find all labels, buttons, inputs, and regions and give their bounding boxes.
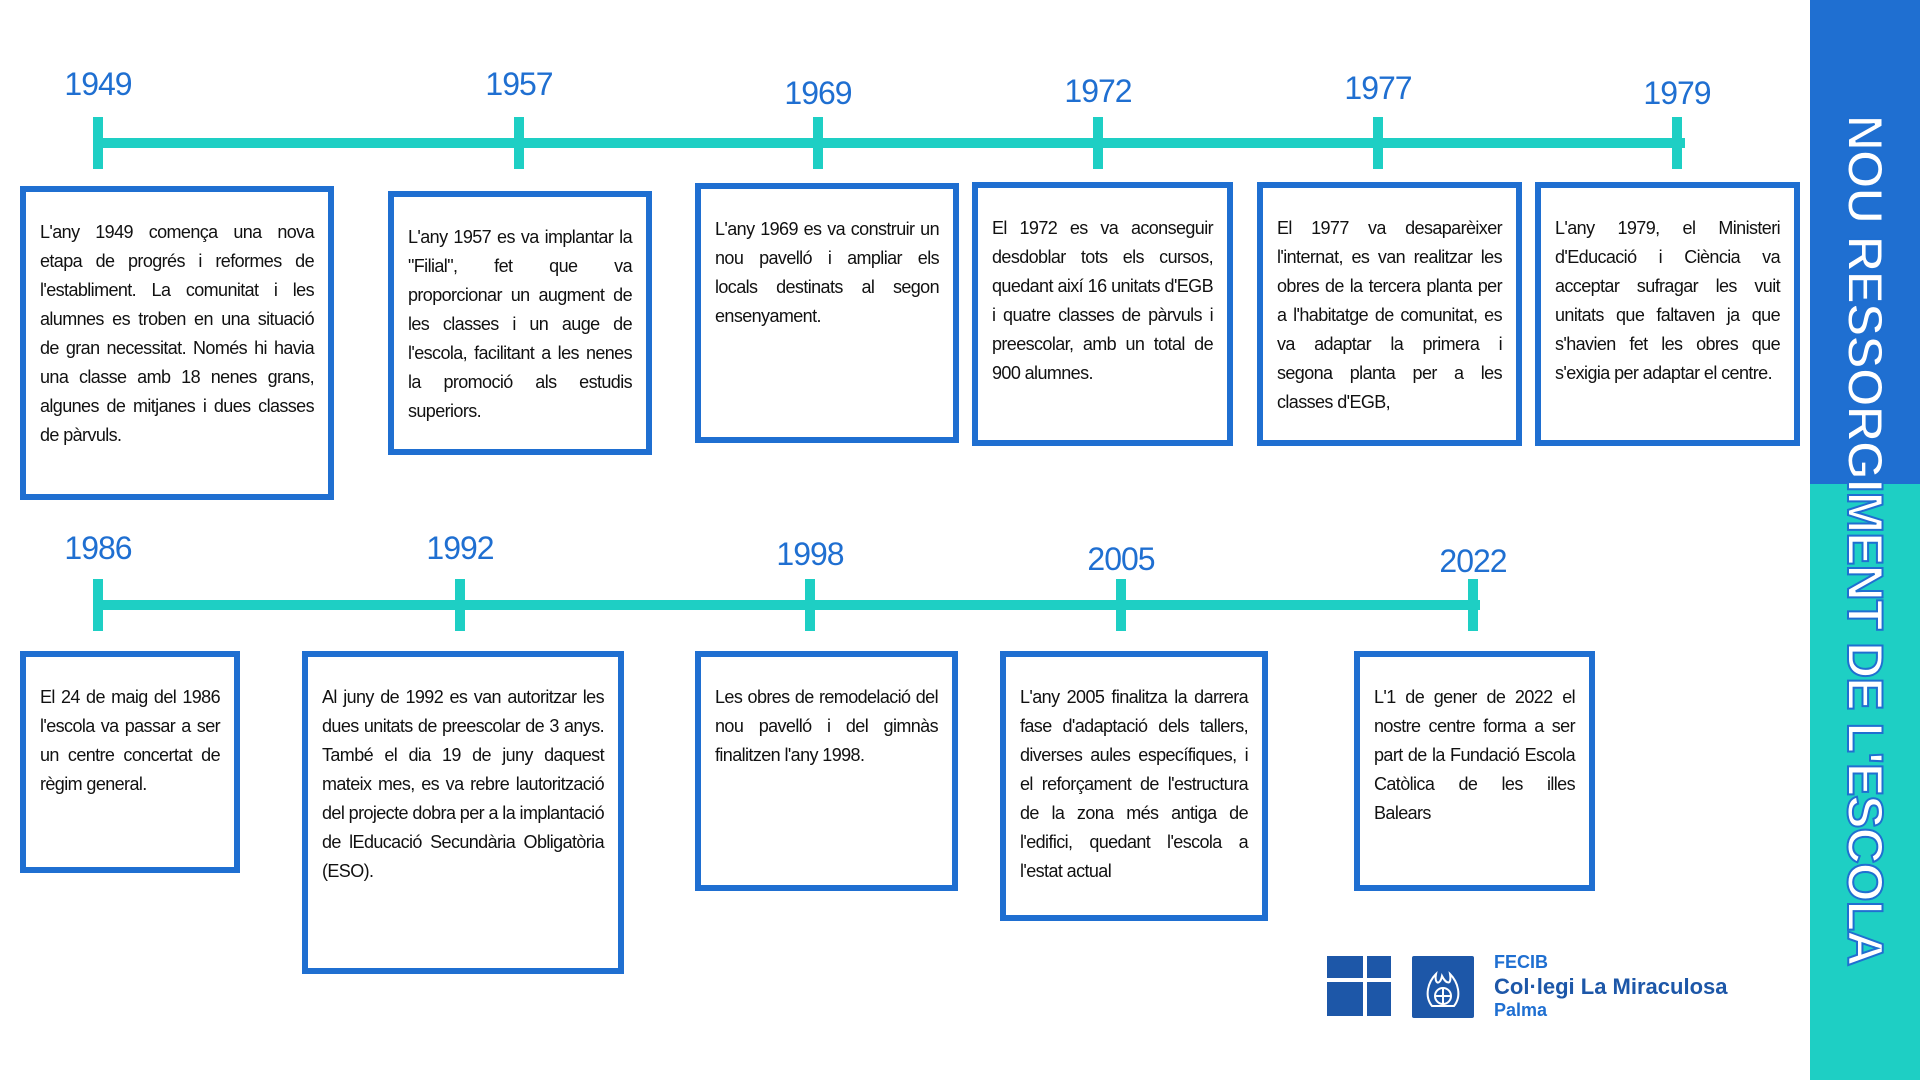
timeline-tick [1116,579,1126,631]
logo-square-bl [1327,982,1363,1016]
timeline-tick [514,117,524,169]
timeline-tick [1672,117,1682,169]
logo-square-tr [1367,956,1391,978]
logo-city: Palma [1494,1000,1548,1020]
timeline-line-bottom [95,600,1480,610]
logo-name: Col·legi La Miraculosa [1494,974,1728,999]
timeline-tick [455,579,465,631]
event-box: L'any 1949 comença una nova etapa de pro… [20,186,334,500]
logo-org: FECIB [1494,952,1548,972]
year-label: 2005 [1087,541,1155,577]
timeline-tick [93,117,103,169]
event-box: L'any 1969 es va construir un nou pavell… [695,183,959,443]
year-label: 1969 [784,75,852,111]
year-label: 1992 [426,530,494,566]
year-label: 1972 [1064,73,1132,109]
event-box: L'1 de gener de 2022 el nostre centre fo… [1354,651,1595,891]
timeline-tick [1468,579,1478,631]
event-box: El 1977 va desaparèixer l'internat, es v… [1257,182,1522,446]
event-box: El 1972 es va aconseguir desdoblar tots … [972,182,1233,446]
timeline-tick [813,117,823,169]
timeline-tick [805,579,815,631]
event-box: L'any 1979, el Ministeri d'Educació i Ci… [1535,182,1800,446]
event-box: Les obres de remodelació del nou pavelló… [695,651,958,891]
timeline-tick [1373,117,1383,169]
sidebar-top-band [1810,0,1920,484]
year-label: 1986 [64,530,132,566]
timeline-tick [1093,117,1103,169]
event-box: L'any 2005 finalitza la darrera fase d'a… [1000,651,1268,921]
shield-cross-icon [1412,956,1474,1023]
event-box: Al juny de 1992 es van autoritzar les du… [302,651,624,974]
year-label: 1979 [1643,75,1711,111]
year-label: 1949 [64,66,132,102]
page-title: NOU RESSORGIMENT DE L'ESCOLA [1836,114,1894,967]
timeline-tick [93,579,103,631]
event-box: El 24 de maig del 1986 l'escola va passa… [20,651,240,873]
year-label: 1998 [776,536,844,572]
year-label: 1957 [485,66,553,102]
year-label: 2022 [1439,543,1507,579]
logo-square-tl [1327,956,1363,978]
year-label: 1977 [1344,70,1412,106]
timeline-line-top [95,138,1685,148]
sidebar-bottom-band [1810,484,1920,1080]
logo-square-br [1367,982,1391,1016]
event-box: L'any 1957 es va implantar la "Filial", … [388,191,652,455]
